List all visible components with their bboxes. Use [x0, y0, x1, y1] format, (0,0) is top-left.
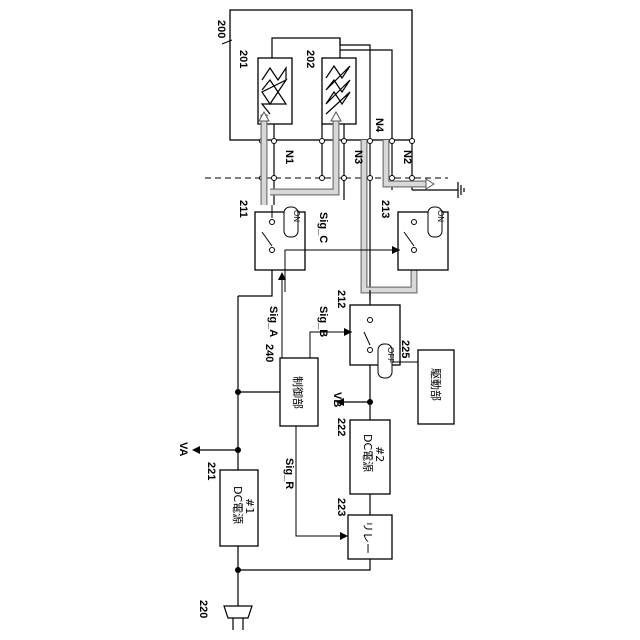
- relay-label: リレー: [361, 521, 374, 554]
- conn-7: [410, 176, 415, 181]
- va-arrow-icon: [192, 446, 200, 454]
- ref-200: 200: [215, 20, 227, 38]
- sig-a-label: Sig_A: [267, 306, 279, 337]
- bus-junction-bottom: [235, 567, 241, 573]
- sw211-contact-top: [270, 220, 275, 225]
- sw212-contact-top: [368, 318, 373, 323]
- arrow-right-ground-icon: [426, 179, 434, 189]
- drive-label: 駆動部: [429, 368, 443, 401]
- node-right: [410, 139, 415, 144]
- sw212-contact-bottom: [368, 348, 373, 353]
- conn-4: [342, 176, 347, 181]
- ref-240: 240: [263, 344, 275, 362]
- ref-220: 220: [197, 600, 209, 618]
- dc1-num: #1: [243, 498, 256, 514]
- va-label: VA: [177, 442, 189, 457]
- bus-to-sw211: [238, 270, 272, 296]
- dc2-num: #2: [373, 446, 386, 462]
- sw211-state: ON: [292, 210, 301, 222]
- node-n3: [342, 139, 347, 144]
- control-label: 制御部: [291, 376, 305, 409]
- bus-bottom-to-relay: [238, 559, 370, 570]
- sig-r-line: [296, 426, 348, 536]
- ref-201: 201: [237, 50, 249, 68]
- ref-213: 213: [379, 200, 391, 218]
- sig-b-label: Sig_B: [317, 306, 329, 337]
- conn-6: [390, 176, 395, 181]
- sw213-contact-bottom: [412, 248, 417, 253]
- sig-b-line: [310, 332, 352, 358]
- ref-211: 211: [237, 200, 249, 218]
- conn-2: [272, 176, 277, 181]
- plug-220-icon: [224, 606, 252, 630]
- node-n3-label: N3: [352, 150, 364, 164]
- sw213-state: ON: [436, 210, 445, 222]
- ref-225: 225: [399, 340, 411, 358]
- sw213-contact-top: [412, 220, 417, 225]
- node-n2-label: N2: [401, 150, 413, 164]
- ref-222: 222: [335, 418, 347, 436]
- sig-r-arrow-icon: [340, 532, 348, 540]
- vb-junction: [367, 399, 373, 405]
- sw212-state: OFF: [386, 347, 395, 363]
- node-n1-label: N1: [283, 150, 295, 164]
- dc1-name: DC電源: [231, 486, 245, 524]
- ref-202: 202: [304, 50, 316, 68]
- ground-icon: [458, 182, 464, 198]
- conn-3: [320, 176, 325, 181]
- bus-junction-va: [235, 447, 241, 453]
- node-201b: [272, 139, 277, 144]
- sw211-contact-bottom: [270, 248, 275, 253]
- vb-label: VB: [331, 392, 343, 407]
- sig-c-label: Sig_C: [317, 212, 329, 243]
- conn-5: [368, 176, 373, 181]
- node-202a: [320, 139, 325, 144]
- ref-221: 221: [205, 462, 217, 480]
- dc2-name: DC電源: [361, 434, 375, 472]
- sig-r-label: Sig_R: [283, 458, 295, 489]
- node-n4: [368, 139, 373, 144]
- ref-223: 223: [335, 498, 347, 516]
- node-n4-label: N4: [373, 118, 385, 133]
- node-n2: [390, 139, 395, 144]
- ref-212: 212: [335, 290, 347, 308]
- bus-junction-control: [235, 389, 241, 395]
